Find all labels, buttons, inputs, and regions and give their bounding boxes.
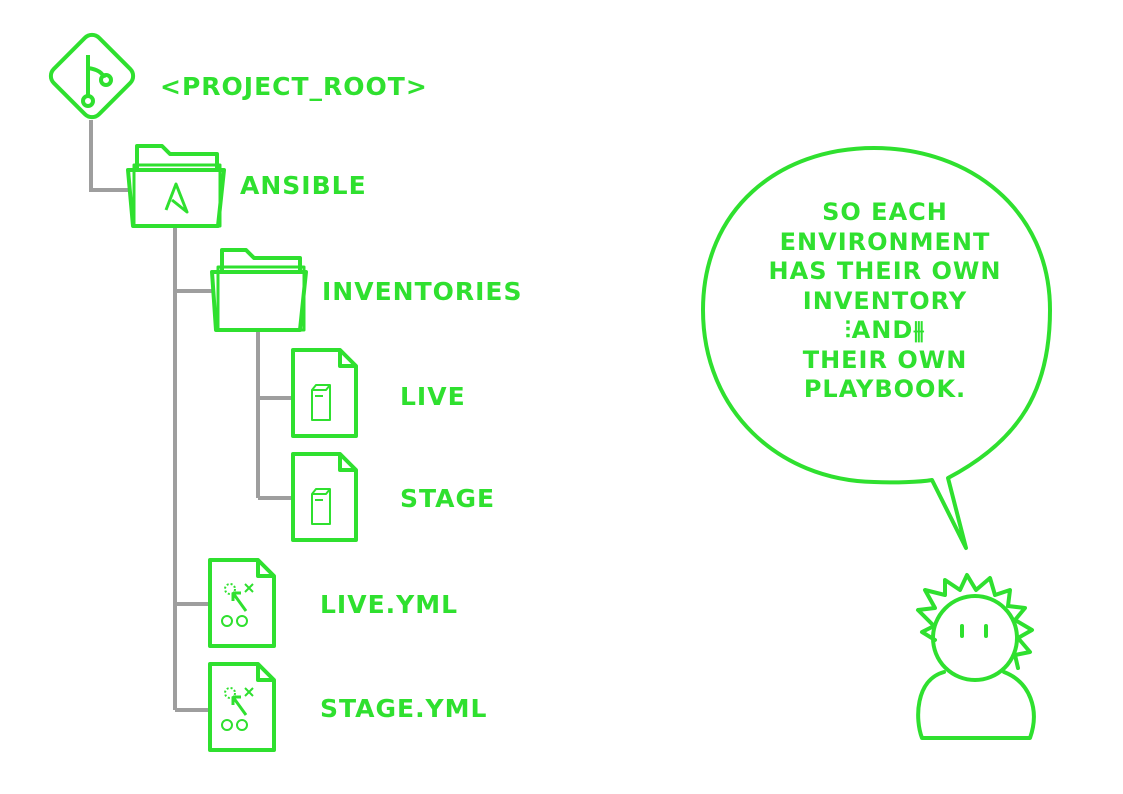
- speech-line: THEIR OWN: [802, 345, 968, 374]
- speech-line: HAS THEIR OWN: [768, 257, 1002, 285]
- character-avatar: [916, 573, 1036, 740]
- speech-line: SO EACH: [822, 198, 948, 226]
- live-playbook-label: LIVE.YML: [320, 590, 459, 619]
- speech-line: ⫶AND⫵: [844, 316, 926, 344]
- speech-line: INVENTORY: [802, 286, 968, 315]
- server-file-icon: [291, 348, 358, 438]
- playbook-file-icon: [208, 662, 276, 752]
- inventories-folder-label: INVENTORIES: [322, 277, 523, 306]
- ansible-folder-icon: [126, 144, 226, 228]
- stage-playbook-label: STAGE.YML: [320, 694, 488, 723]
- tree-connectors: [89, 120, 292, 712]
- project-root-label: <PROJECT_ROOT>: [160, 72, 428, 101]
- live-inventory-label: LIVE: [400, 382, 466, 411]
- face: [931, 594, 1019, 682]
- speech-line: PLAYBOOK.: [803, 375, 967, 403]
- speech-bubble: [701, 146, 1052, 550]
- spiky-hair: [916, 573, 1034, 670]
- ansible-folder-label: ANSIBLE: [240, 171, 367, 200]
- server-file-icon: [291, 452, 358, 542]
- git-icon: [48, 32, 136, 120]
- speech-text: SO EACH ENVIRONMENT HAS THEIR OWN INVENT…: [730, 198, 1040, 405]
- stage-inventory-label: STAGE: [400, 484, 496, 513]
- speech-line: ENVIRONMENT: [779, 227, 991, 256]
- playbook-file-icon: [208, 558, 276, 648]
- body: [916, 670, 1036, 740]
- folder-icon: [210, 248, 308, 332]
